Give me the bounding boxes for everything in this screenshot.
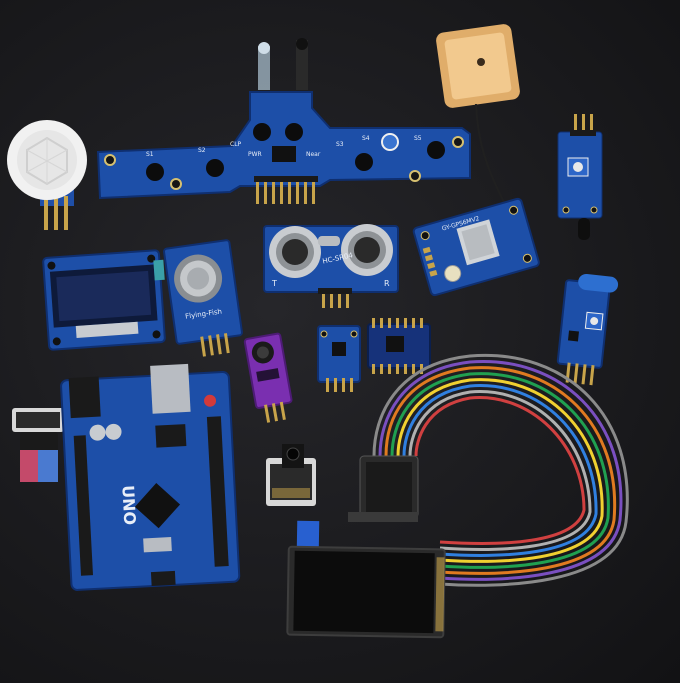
pir-sensor: [7, 120, 87, 230]
ultrasonic-sensor: HC-SR04 T R: [263, 224, 399, 308]
silk-s4: S4: [362, 135, 370, 142]
oled-display: [42, 249, 166, 351]
silk-s5: S5: [414, 135, 422, 142]
microphone-module: [243, 332, 293, 423]
silk-s1: S1: [146, 151, 154, 158]
silk-uno: UNO: [118, 485, 139, 526]
arduino-uno: UNO: [60, 363, 241, 591]
silk-s2: S2: [198, 147, 206, 154]
silk-ultrasonic-r: R: [384, 279, 390, 288]
silk-clp: CLP: [230, 141, 242, 148]
ir-sensor-module: [557, 114, 603, 240]
camera-module: [266, 444, 316, 506]
ribbon-connector: [348, 353, 629, 587]
tilt-sensor: [556, 274, 619, 386]
silk-pwr: PWR: [248, 151, 262, 158]
accelerometer-module: [367, 318, 431, 374]
gps-module: GY-GPS6MV2: [412, 197, 540, 297]
silk-s3: S3: [336, 141, 344, 148]
gps-antenna: [436, 24, 520, 219]
gyro-module: [317, 325, 361, 392]
silk-ultrasonic-t: T: [271, 279, 277, 288]
tft-display: [286, 520, 446, 639]
gas-sensor: Flying-Fish: [163, 239, 243, 357]
sd-card-module: [12, 408, 64, 482]
line-tracking-sensor: S1 S2 S3 S4 S5 CLP PWR Near: [96, 38, 471, 204]
silk-near: Near: [306, 151, 321, 158]
